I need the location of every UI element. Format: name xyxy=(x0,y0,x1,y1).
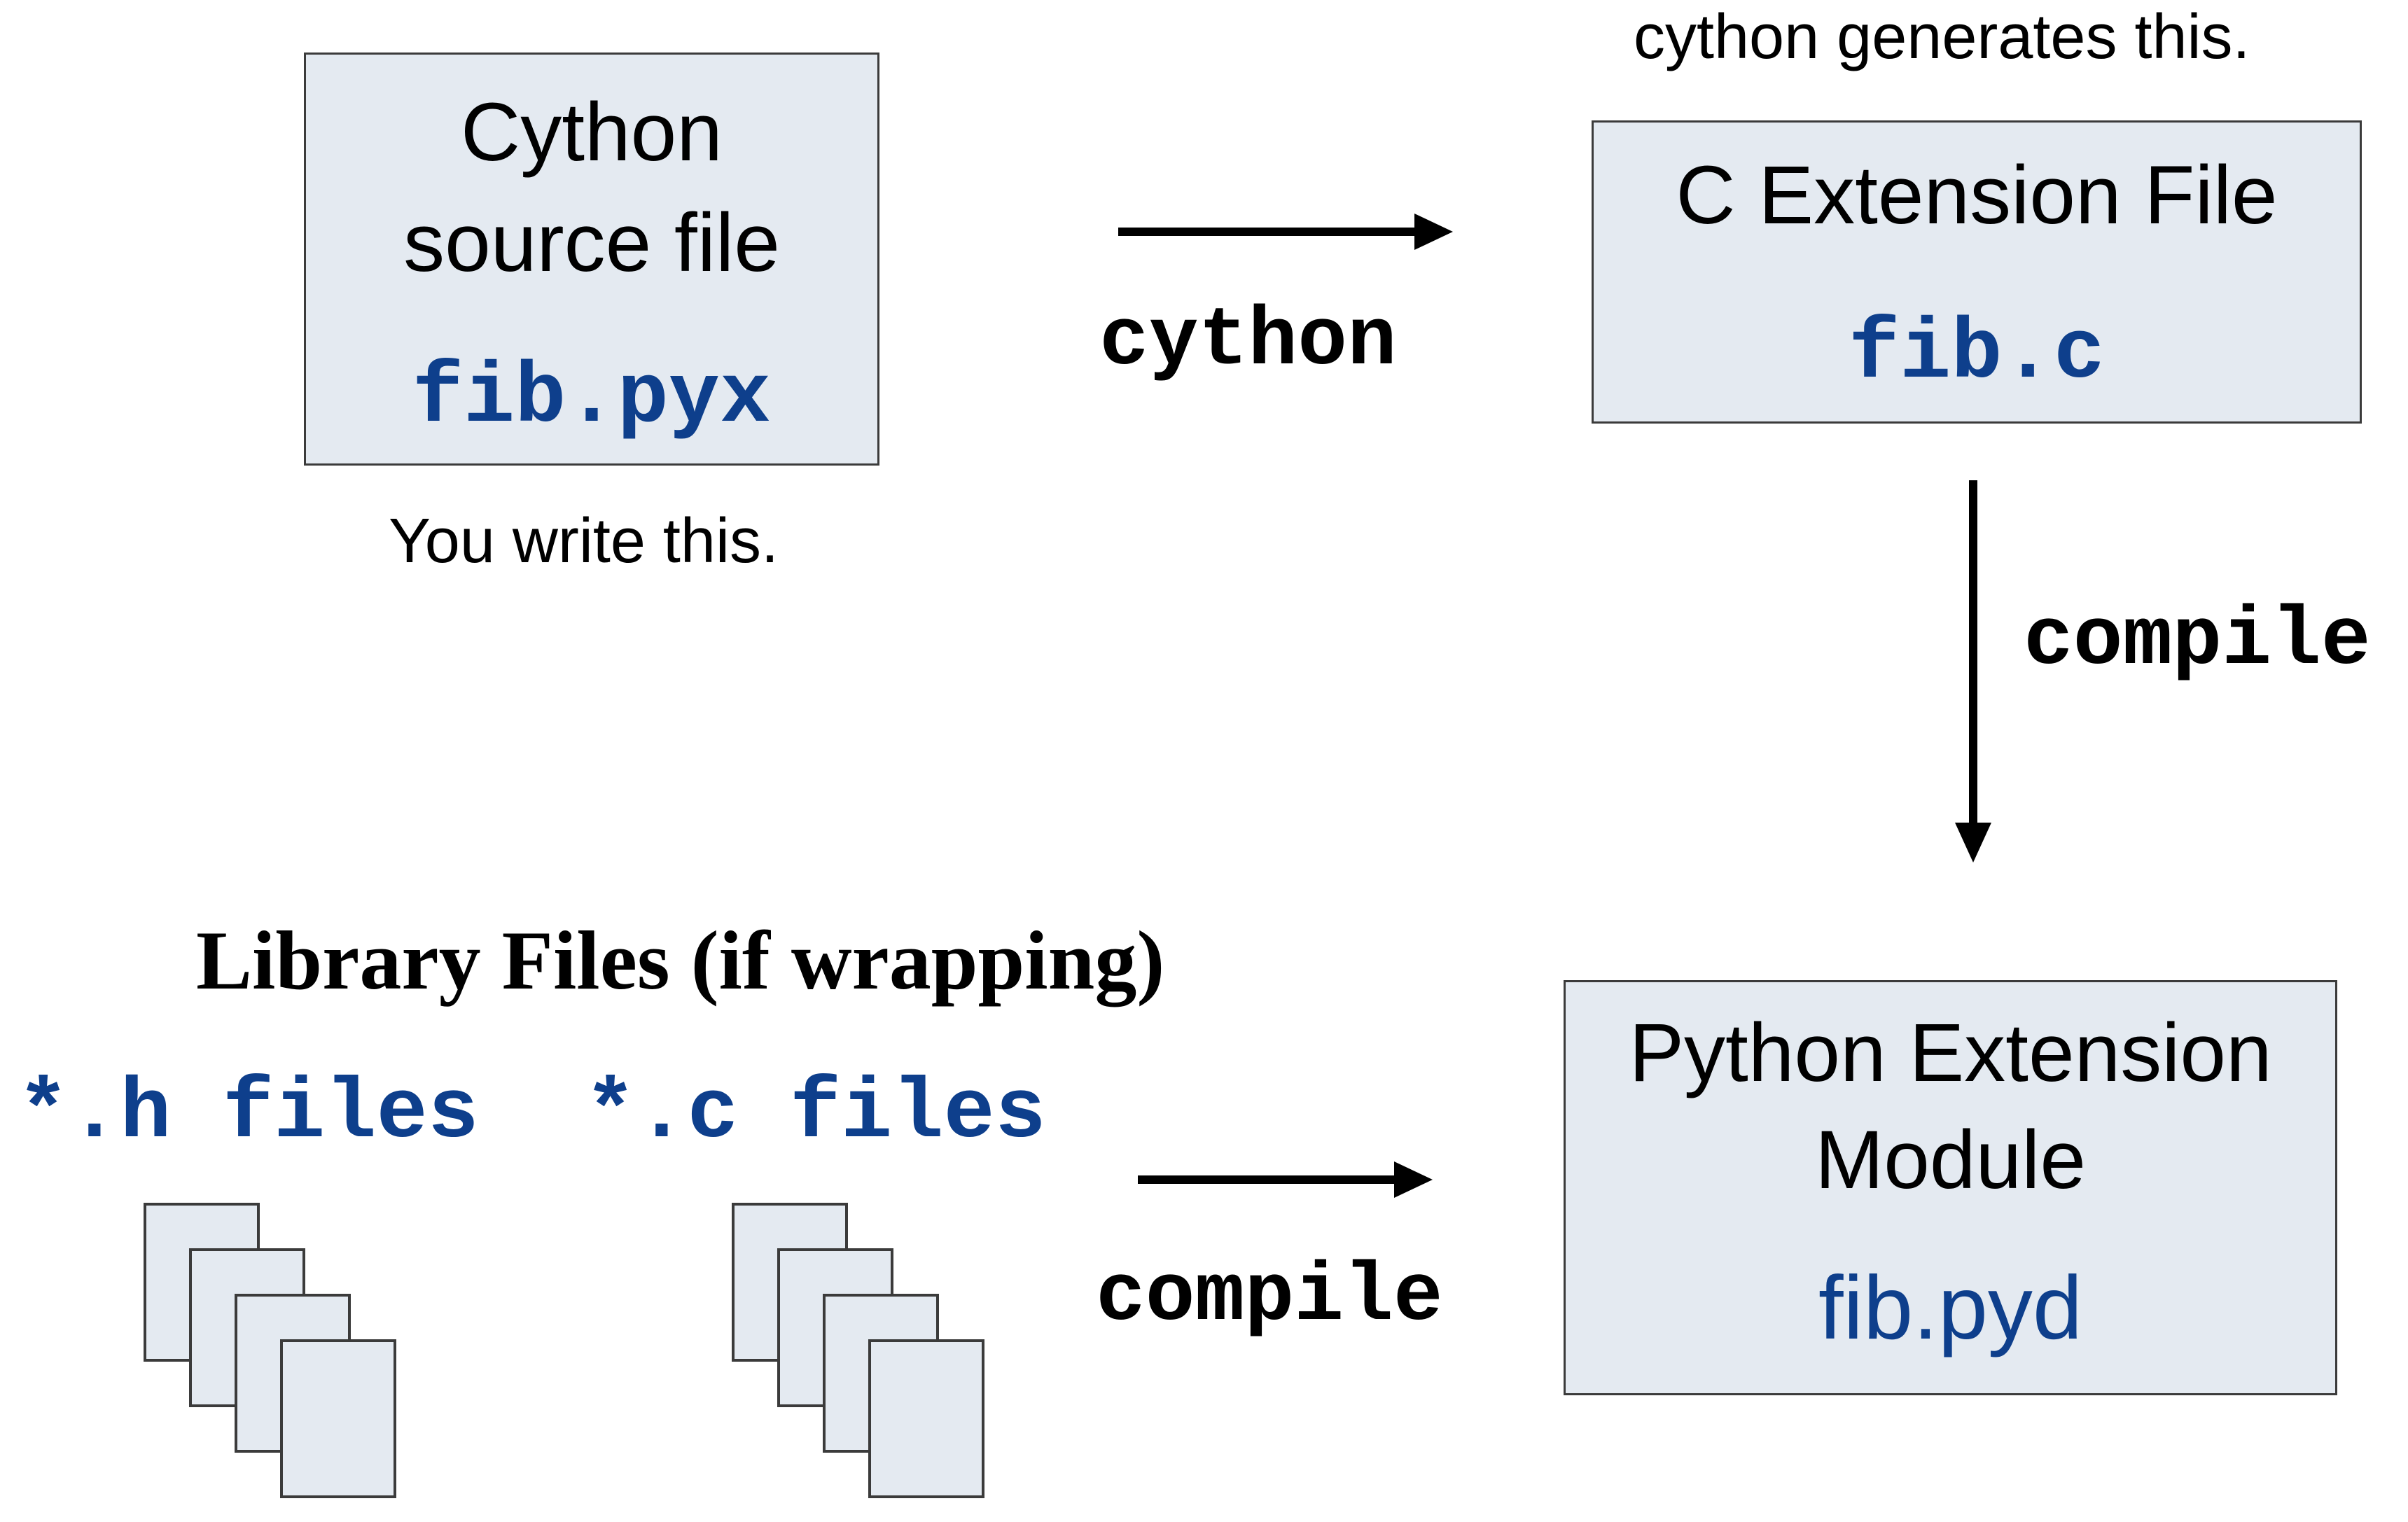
page-icon xyxy=(280,1339,396,1498)
cython-arrow xyxy=(1118,214,1453,250)
source-title-line2: source file xyxy=(403,197,780,289)
h-files-label: *.h files xyxy=(18,1065,479,1162)
h-files-stack-icon xyxy=(144,1203,396,1498)
source-note: You write this. xyxy=(389,506,779,576)
cython-source-box: Cython source file fib.pyx xyxy=(304,53,879,466)
library-title: Library Files (if wrapping) xyxy=(196,914,1165,1007)
compile-down-label: compile xyxy=(2024,595,2371,688)
python-module-title-line1: Python Extension xyxy=(1629,1007,2272,1099)
compile-down-arrow xyxy=(1955,480,1991,863)
compile-bottom-label: compile xyxy=(1096,1251,1443,1344)
source-filename: fib.pyx xyxy=(412,349,772,447)
python-module-box: Python Extension Module fib.pyd xyxy=(1564,980,2337,1395)
c-extension-filename: fib.c xyxy=(1848,305,2106,403)
source-title-line1: Cython xyxy=(461,86,723,179)
page-icon xyxy=(868,1339,984,1498)
python-module-filename: fib.pyd xyxy=(1818,1258,2083,1358)
c-extension-title: C Extension File xyxy=(1676,149,2278,242)
c-extension-box: C Extension File fib.c xyxy=(1592,120,2362,424)
c-extension-note: cython generates this. xyxy=(1634,2,2250,72)
python-module-title-line2: Module xyxy=(1814,1114,2086,1206)
c-files-label: *.c files xyxy=(585,1065,1046,1162)
cython-arrow-label: cython xyxy=(1099,295,1397,389)
c-files-stack-icon xyxy=(732,1203,984,1498)
compile-bottom-arrow xyxy=(1138,1161,1433,1198)
